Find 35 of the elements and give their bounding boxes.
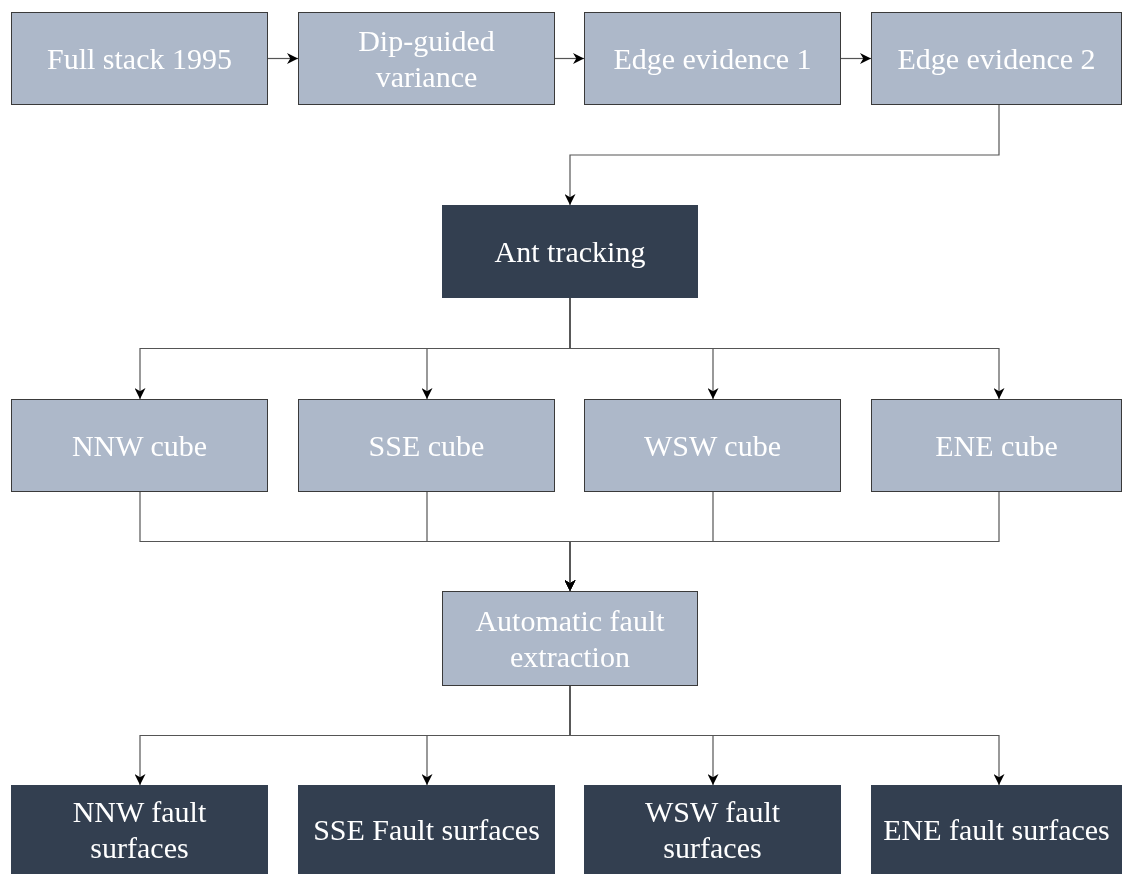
process-box [11, 12, 268, 105]
box-label: NNW fault surfaces [71, 793, 208, 866]
process-box [871, 785, 1122, 874]
process-box [298, 12, 555, 105]
arrow [569, 297, 1005, 400]
box-label: Edge evidence 1 [613, 40, 812, 77]
process-box [584, 785, 841, 874]
process-box [584, 399, 841, 492]
process-box [11, 399, 268, 492]
box-label: ENE cube [935, 427, 1058, 464]
box-label: SSE cube [368, 427, 485, 464]
arrow [267, 53, 299, 64]
process-box [298, 399, 555, 492]
arrow [840, 53, 872, 64]
box-label: ENE fault surfaces [883, 811, 1110, 848]
arrow [564, 491, 1000, 592]
arrow [569, 685, 1005, 786]
box-label: Dip-guided variance [357, 22, 496, 95]
box-label: NNW cube [71, 427, 208, 464]
process-box [871, 399, 1122, 492]
process-box [584, 12, 841, 105]
process-box [442, 205, 698, 298]
process-box [11, 785, 268, 874]
arrow [554, 53, 585, 64]
box-label: Edge evidence 2 [897, 40, 1096, 77]
box-label: SSE Fault surfaces [313, 811, 540, 848]
box-label: Full stack 1995 [47, 40, 232, 77]
box-label: Ant tracking [494, 233, 646, 270]
process-box [442, 591, 698, 686]
arrow [564, 104, 1000, 206]
box-label: WSW fault surfaces [643, 793, 782, 866]
box-label: Automatic fault extraction [474, 602, 666, 675]
process-box [298, 785, 555, 874]
box-label: WSW cube [644, 427, 781, 464]
process-box [871, 12, 1122, 105]
